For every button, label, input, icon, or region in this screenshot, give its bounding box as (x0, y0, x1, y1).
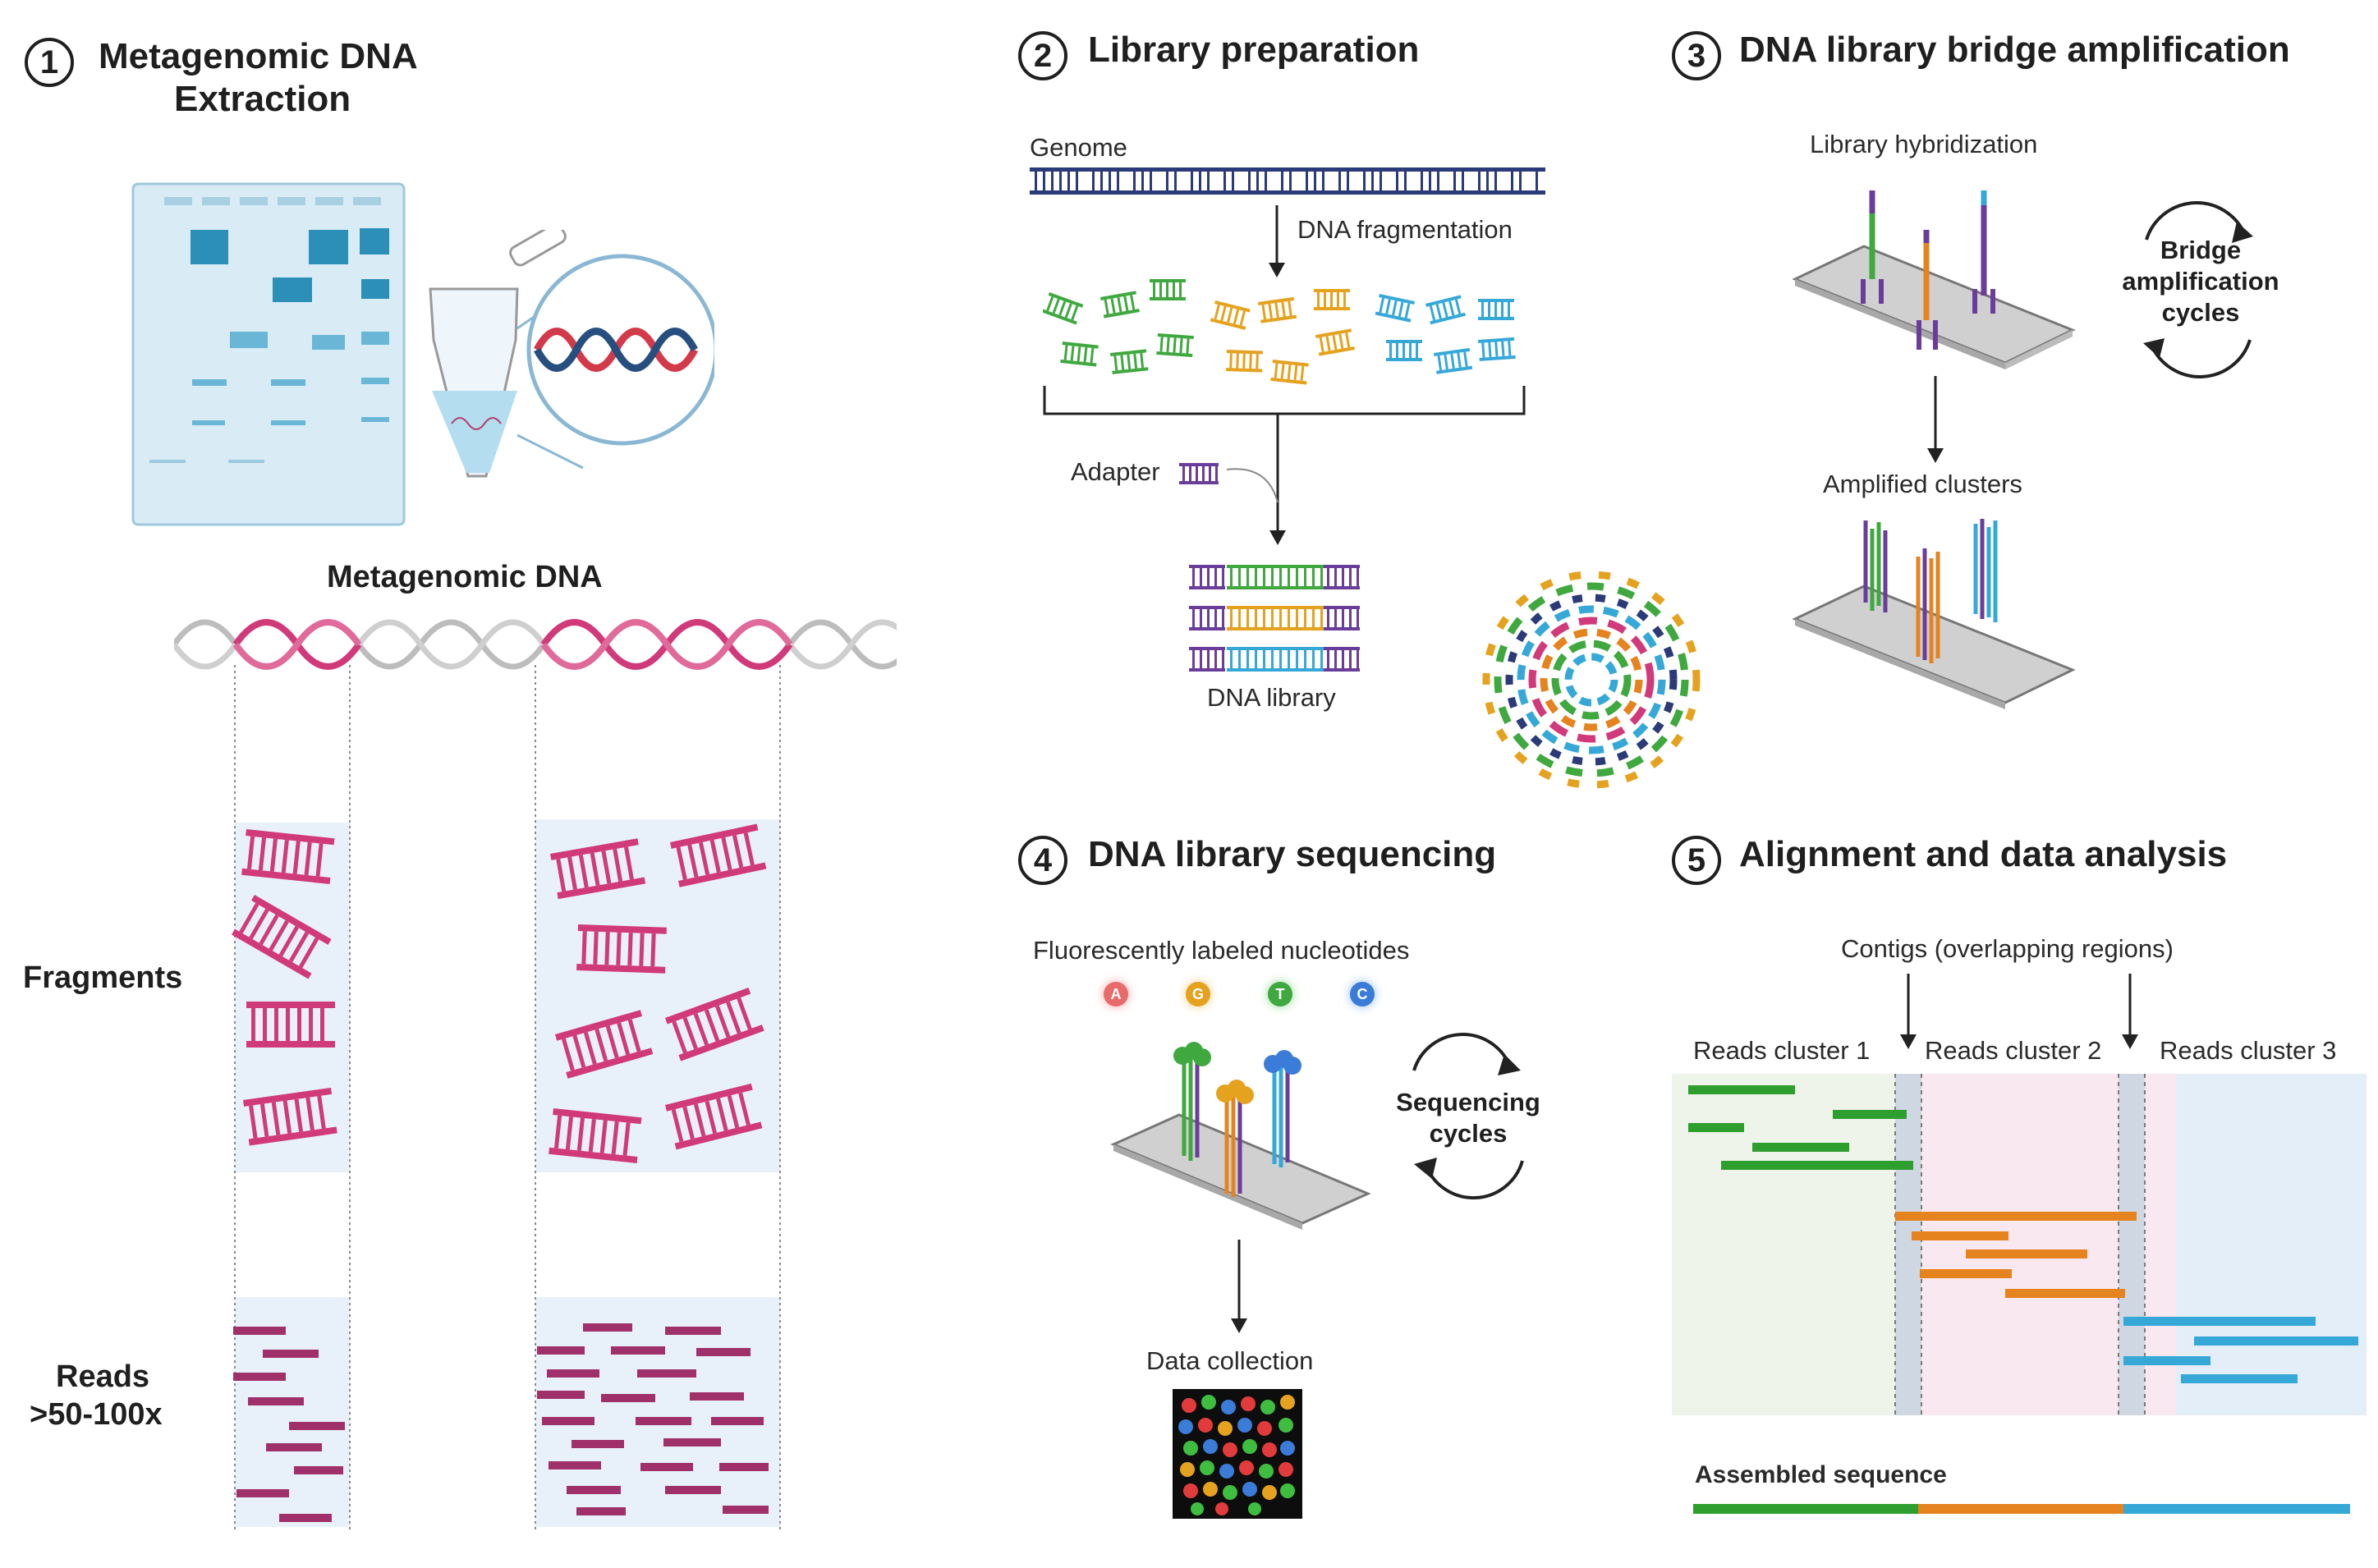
fluorescent-nucleotides-label: Fluorescently labeled nucleotides (1033, 936, 1410, 965)
reads-cluster-1-label: Reads cluster 1 (1693, 1036, 1871, 1065)
sequencing-flow-cell (1110, 1042, 1371, 1230)
data-collection-label: Data collection (1146, 1346, 1314, 1375)
dna-helix-strand (174, 619, 897, 670)
step-number-4: 4 (1018, 836, 1067, 885)
step-title-3: DNA library bridge amplification (1739, 30, 2290, 70)
dna-library-label: DNA library (1207, 683, 1336, 712)
step-number-3: 3 (1672, 31, 1721, 80)
bridge-cycle-arrows (2143, 201, 2253, 378)
step-title-4: DNA library sequencing (1088, 834, 1497, 874)
metagenomic-dna-label: Metagenomic DNA (327, 560, 603, 594)
fragmentation-arrow (1269, 205, 1285, 277)
adapter-icon (1179, 463, 1219, 484)
reads-label-line1: Reads (56, 1359, 150, 1394)
nucleotide-c: C (1350, 982, 1375, 1006)
data-collection-image (1173, 1389, 1302, 1519)
reads-illustration (233, 1323, 769, 1522)
sequencing-cycles-line1: Sequencing (1396, 1088, 1540, 1116)
to-data-collection-arrow (1231, 1240, 1247, 1333)
step-title-1-line2: Extraction (174, 79, 351, 119)
ligation-bracket (1043, 386, 1526, 545)
contigs-label: Contigs (overlapping regions) (1841, 934, 2174, 963)
step-title-5: Alignment and data analysis (1739, 834, 2228, 874)
reads-cluster-3-label: Reads cluster 3 (2160, 1036, 2337, 1065)
bridge-cycles-line2: amplification (2122, 267, 2279, 296)
tube-magnified-dna-illustration (429, 230, 714, 478)
sequencing-cycle-arrows (1412, 1033, 1524, 1200)
step-title-2: Library preparation (1088, 30, 1420, 70)
reads-label-line2: >50-100x (30, 1397, 163, 1432)
alignment-clusters (1672, 1074, 2367, 1415)
assembled-sequence-bar (1693, 1504, 2350, 1514)
bridge-cycles-line3: cycles (2161, 298, 2240, 327)
step-title-1-line1: Metagenomic DNA (99, 36, 418, 76)
fragments-label: Fragments (23, 961, 183, 995)
dna-fragments-illustration (232, 823, 767, 1163)
hybridization-to-clusters-arrow (1927, 376, 1944, 463)
bridge-cycles-line1: Bridge (2160, 236, 2242, 264)
circular-genome-reads-illustration (1482, 571, 1701, 789)
library-hybridization-label: Library hybridization (1810, 130, 2038, 158)
genome-strand (1030, 167, 1545, 195)
assembled-sequence-label: Assembled sequence (1695, 1461, 1947, 1488)
adapter-label: Adapter (1071, 457, 1160, 486)
dna-fragmentation-label: DNA fragmentation (1297, 215, 1513, 244)
nucleotide-a: A (1104, 982, 1128, 1006)
step-number-5: 5 (1672, 836, 1721, 885)
flow-cell-hybridization (1792, 190, 2076, 369)
contig-arrows (1900, 974, 2138, 1049)
fragment-pool-illustration (1043, 279, 1516, 385)
gel-electrophoresis-illustration (131, 182, 406, 526)
amplified-clusters-label: Amplified clusters (1823, 470, 2022, 498)
nucleotide-t: T (1268, 982, 1292, 1006)
step-number-2: 2 (1018, 31, 1067, 80)
sequencing-cycles-line2: cycles (1429, 1119, 1508, 1148)
reads-cluster-2-label: Reads cluster 2 (1925, 1036, 2102, 1065)
nucleotide-g: G (1186, 982, 1210, 1006)
step-number-1: 1 (25, 38, 74, 87)
flow-cell-clusters (1792, 519, 2076, 709)
dna-library-illustration (1189, 565, 1360, 672)
genome-label: Genome (1030, 133, 1127, 162)
